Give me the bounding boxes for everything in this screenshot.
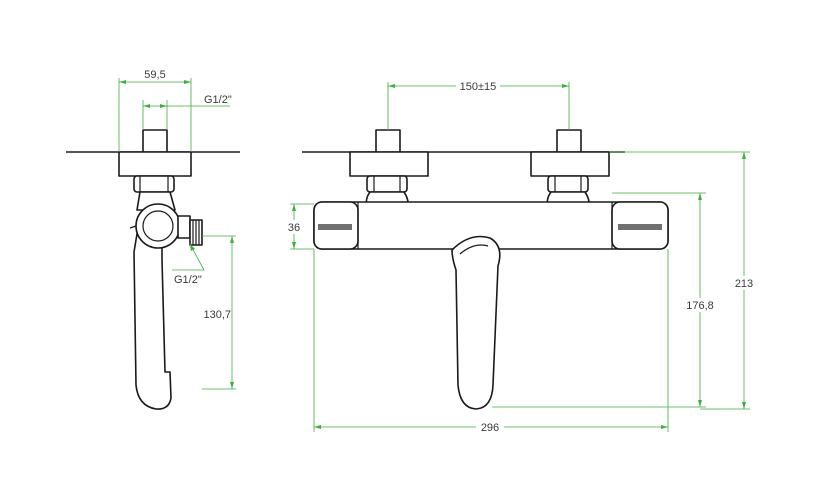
dim-label-front-body-height: 36 xyxy=(288,222,300,234)
dim-label-side-thread-top: G1/2" xyxy=(204,94,232,106)
dim-label-side-thread-outlet: G1/2" xyxy=(174,274,202,286)
dimension-labels: 59,5 G1/2" G1/2" 130,7 150±15 36 176,8 2… xyxy=(144,69,756,434)
dim-label-front-total-height: 213 xyxy=(735,278,753,290)
side-inlet-stub xyxy=(142,129,168,153)
side-outlet-connector xyxy=(177,215,191,239)
front-right-flange xyxy=(530,151,610,177)
front-left-nut xyxy=(366,175,408,193)
front-spout xyxy=(451,235,501,410)
front-view xyxy=(302,129,669,410)
dim-label-front-spacing: 150±15 xyxy=(460,81,497,93)
side-view xyxy=(66,129,240,410)
side-mounting-flange xyxy=(118,151,192,177)
side-dimensions xyxy=(118,78,236,390)
dim-label-side-height: 130,7 xyxy=(203,309,231,321)
front-right-inlet-stub xyxy=(556,129,582,153)
side-lever-handle xyxy=(133,227,172,410)
front-right-nut xyxy=(547,175,589,193)
front-left-flange xyxy=(349,151,429,177)
front-left-inlet-stub xyxy=(375,129,401,153)
dim-label-side-width: 59,5 xyxy=(144,69,165,81)
dim-label-front-outlet-height: 176,8 xyxy=(686,300,714,312)
dim-label-front-width: 296 xyxy=(481,422,499,434)
front-dimensions xyxy=(290,82,750,432)
